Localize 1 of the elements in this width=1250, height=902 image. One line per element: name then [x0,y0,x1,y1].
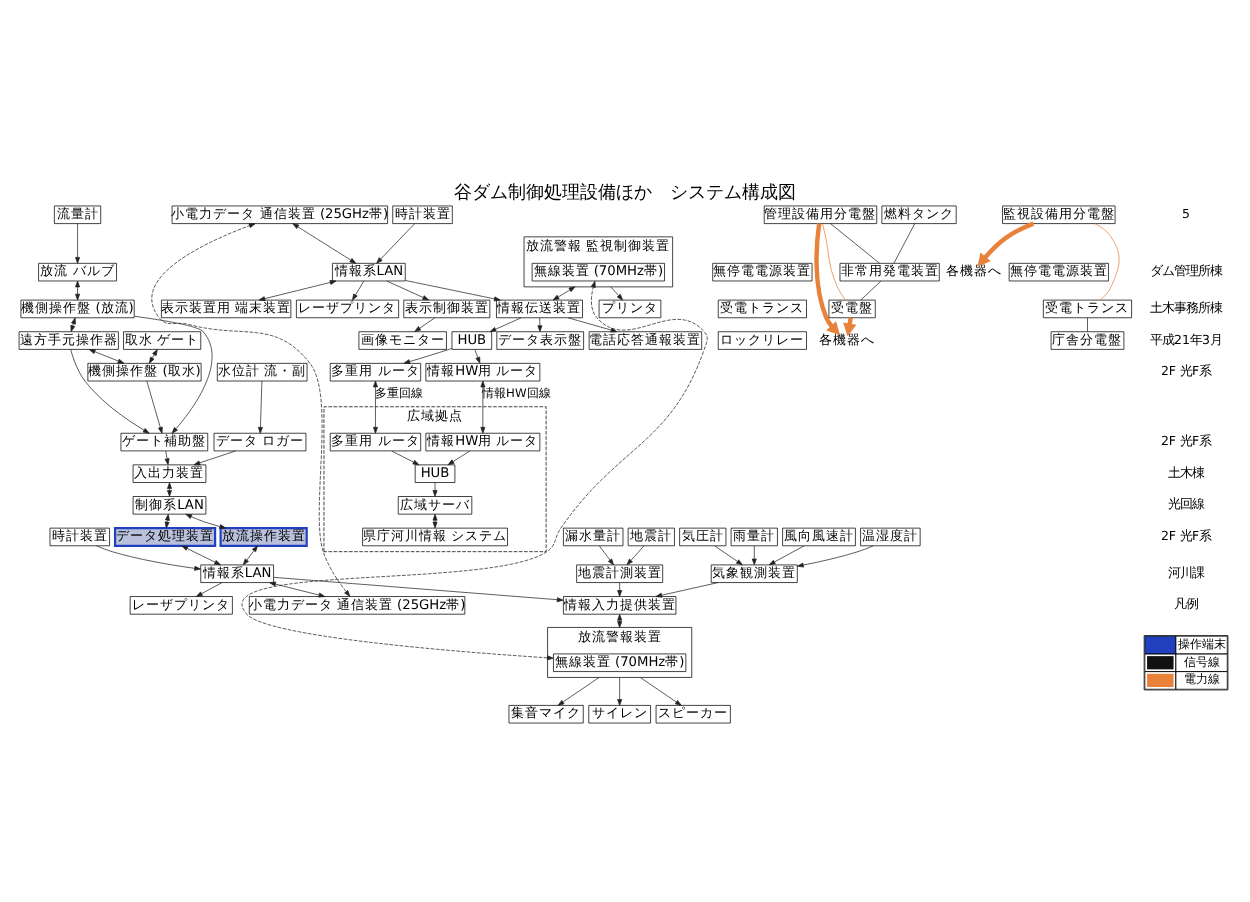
diagram-title: 谷ダム制御処理設備ほか システム構成図 [454,183,796,204]
